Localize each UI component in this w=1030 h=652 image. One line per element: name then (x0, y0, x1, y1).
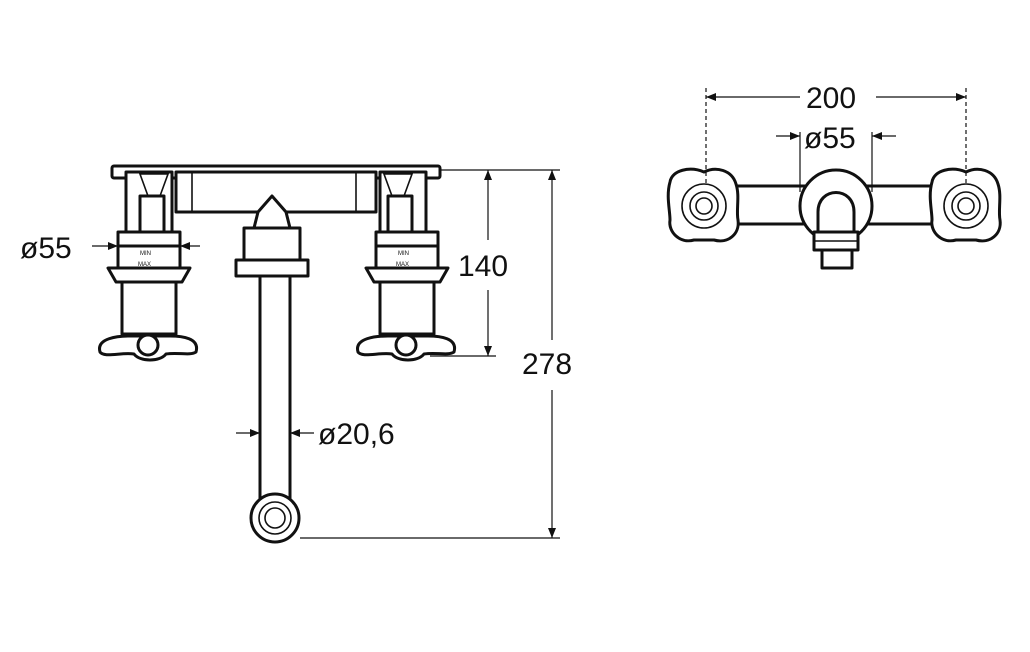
left-valve: MIN MAX (98, 170, 199, 362)
dim-center-distance-label: 200 (806, 82, 856, 115)
dim-front-valve-diameter-label: ø55 (20, 232, 72, 265)
right-valve-min-mark: MIN (398, 251, 409, 257)
dim-spout-diameter: ø20,6 (236, 418, 395, 451)
dim-top-valve-diameter-label: ø55 (804, 122, 856, 155)
dim-center-distance: 200 (705, 82, 967, 186)
left-valve-min-mark: MIN (140, 251, 151, 257)
dim-handle-height: 140 (430, 169, 508, 357)
left-valve-max-mark: MAX (138, 262, 151, 268)
right-valve: MIN MAX (356, 170, 457, 362)
dim-spout-diameter-label: ø20,6 (318, 418, 395, 451)
dim-front-valve-diameter: ø55 (20, 232, 200, 268)
dim-overall-height: 278 (300, 169, 572, 539)
right-valve-max-mark: MAX (396, 262, 409, 268)
dim-handle-height-label: 140 (458, 250, 508, 283)
spout (234, 194, 310, 544)
top-view: 200 ø55 (666, 82, 1002, 270)
front-view: MIN MAX MIN MAX (20, 164, 572, 544)
manifold-pipe (110, 164, 442, 214)
top-spout (798, 168, 874, 270)
dim-overall-height-label: 278 (522, 348, 572, 381)
top-left-handle (666, 167, 740, 243)
dim-top-valve-diameter: ø55 (776, 122, 896, 192)
top-right-handle (928, 167, 1002, 243)
